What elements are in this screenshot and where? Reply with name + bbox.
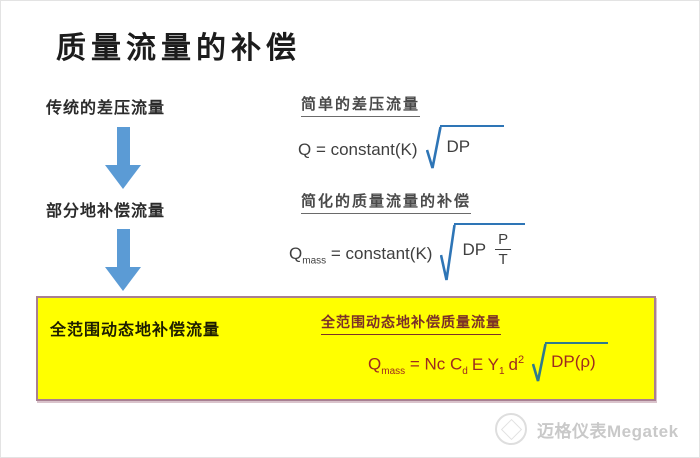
flow-step-partial: 部分地补偿流量 (46, 201, 166, 220)
arrow-down-icon (105, 229, 141, 291)
arrow-head (105, 267, 141, 291)
radicand: DP (439, 125, 505, 157)
mass-subscript: mass (302, 255, 327, 267)
radicand: DP(ρ) (545, 342, 608, 372)
formula-simple-dp: Q = constant(K) DP (298, 125, 505, 171)
radical: DP (425, 125, 505, 171)
q-symbol: Q (368, 354, 382, 374)
megatek-logo-icon (495, 413, 527, 445)
radical-sign-icon (440, 224, 457, 281)
arrow-shaft (116, 229, 130, 267)
watermark-text: 迈格仪表Megatek (537, 421, 679, 441)
radical: DP(ρ) (532, 342, 608, 384)
cd-subscript: d (462, 366, 468, 378)
fraction-denominator: T (498, 251, 508, 269)
radical: DP P T (440, 223, 526, 283)
heading-full-range-mass-flow: 全范围动态地补偿质量流量 (321, 312, 501, 335)
logo-facet (500, 418, 523, 441)
radical-sign-icon (532, 343, 547, 382)
e-y-term: E Y (471, 354, 499, 374)
equals-nc-c: = Nc C (405, 354, 463, 374)
d-term: d (508, 354, 518, 374)
formula-lhs: Qmass = constant(K) (289, 244, 432, 266)
radicand: DP P T (454, 223, 526, 269)
radicand-dp: DP (462, 239, 487, 259)
equals-constant: = constant(K) (326, 244, 433, 263)
page-title: 质量流量的补偿 (56, 31, 301, 66)
flow-step-full-range: 全范围动态地补偿流量 (50, 320, 221, 339)
radical-sign-icon (425, 126, 442, 169)
mass-subscript: mass (381, 366, 406, 378)
fraction-p-over-t: P T (495, 231, 512, 269)
arrow-head (105, 165, 141, 189)
fraction-numerator: P (495, 231, 512, 251)
arrow-down-icon (105, 127, 141, 189)
watermark: 迈格仪表Megatek (495, 413, 679, 445)
flow-step-traditional: 传统的差压流量 (46, 98, 166, 117)
heading-simple-dp-flow: 简单的差压流量 (301, 93, 421, 117)
q-symbol: Q (289, 244, 303, 263)
y1-subscript: 1 (498, 366, 505, 378)
heading-simplified-mass-flow: 简化的质量流量的补偿 (301, 190, 472, 214)
formula-simplified-mass: Qmass = constant(K) DP P T (289, 223, 526, 283)
formula-lhs: Q = constant(K) (298, 140, 418, 159)
d-squared-superscript: 2 (517, 354, 525, 366)
arrow-shaft (116, 127, 130, 165)
